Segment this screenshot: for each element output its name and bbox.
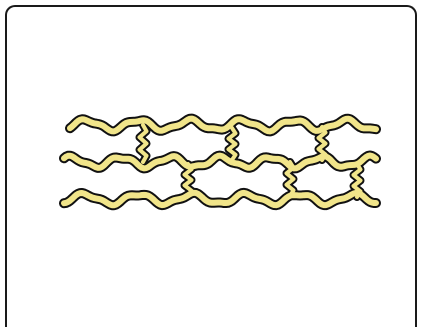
polymer-chain-2: [64, 156, 376, 169]
